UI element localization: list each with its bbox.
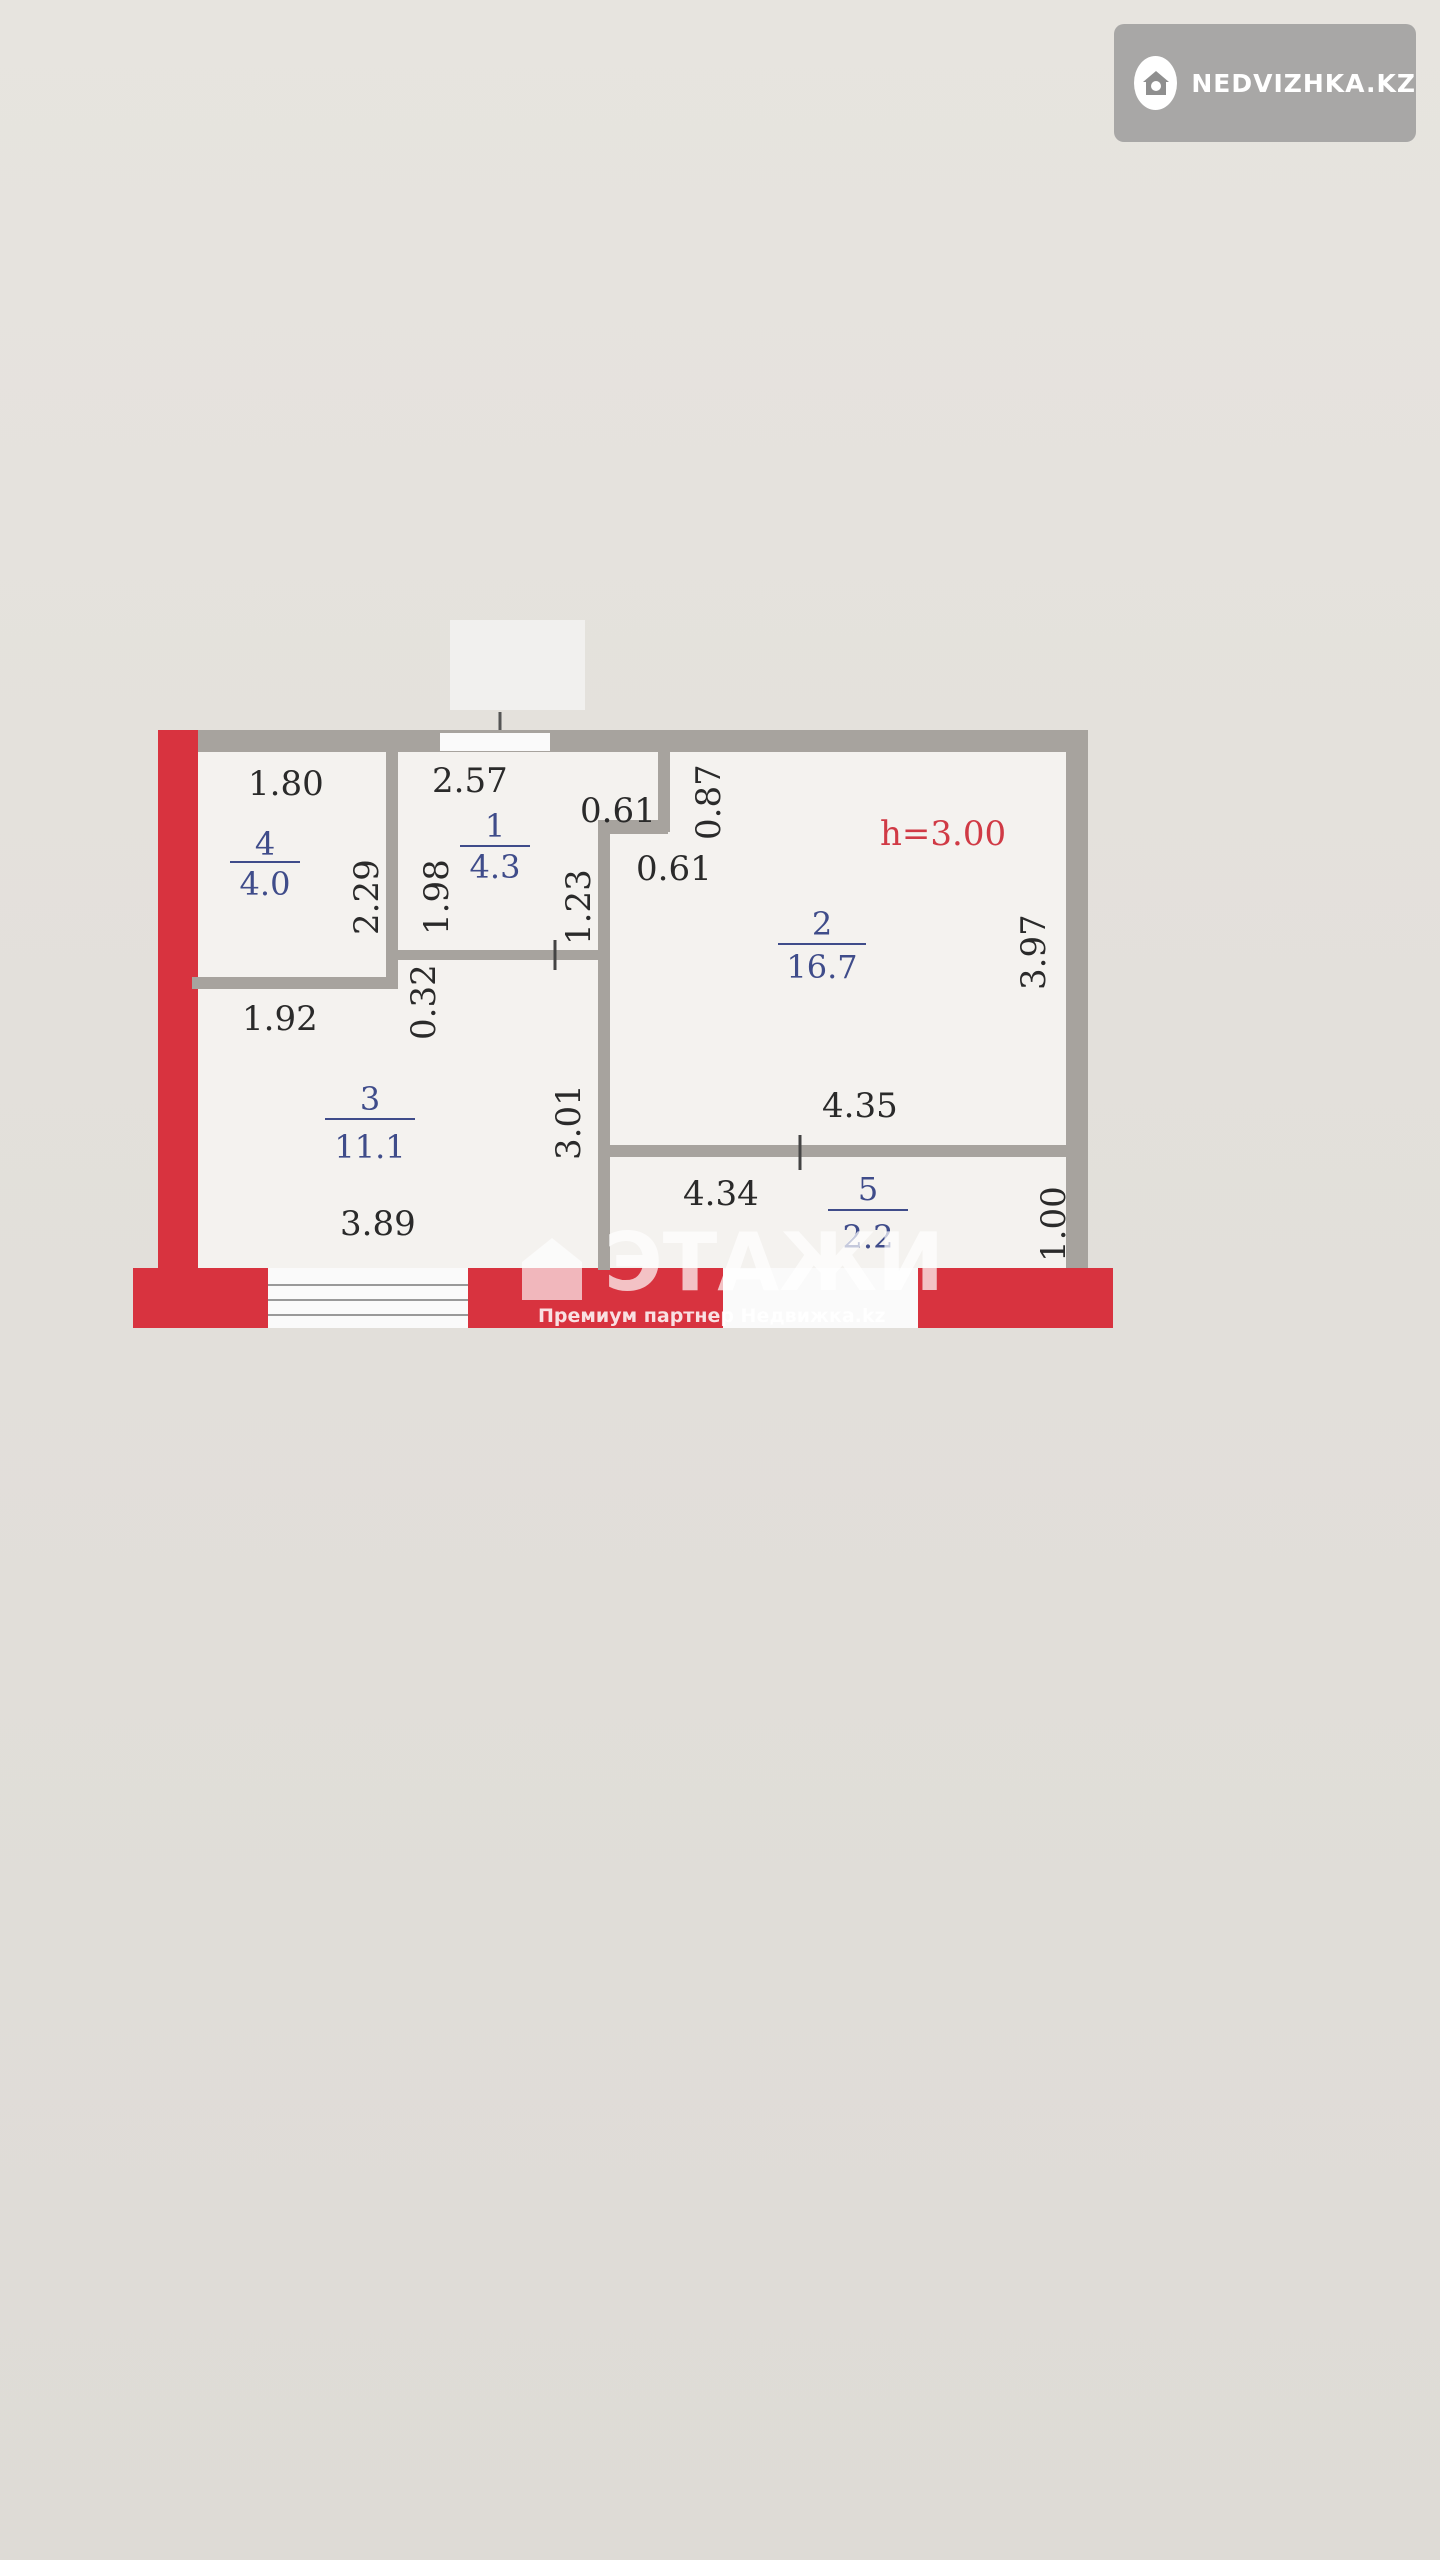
dim-label: 1.98: [417, 859, 457, 935]
room-area: 2.2: [843, 1218, 894, 1256]
dim-label: 1.23: [559, 869, 599, 945]
room-area: 16.7: [786, 948, 857, 986]
wall-top: [195, 730, 1085, 752]
wall-bottom-right: [918, 1268, 1113, 1328]
wall-corner-a: [598, 820, 668, 834]
watermark-title: ЭТАЖИ: [604, 1216, 944, 1309]
wall-right: [1066, 730, 1088, 1270]
brand-name: NEDVIZHKA.KZ: [1191, 68, 1416, 98]
dim-label: 1.00: [1034, 1186, 1074, 1262]
wall-room4-bottom: [192, 977, 387, 989]
house-icon: [1134, 56, 1178, 110]
dim-label: 0.61: [580, 791, 656, 831]
room-number: 2: [812, 905, 832, 943]
balcony-door: [723, 1268, 918, 1328]
room-area: 4.0: [240, 865, 291, 903]
wall-left: [158, 730, 198, 1280]
window-bottom: [268, 1268, 468, 1328]
dim-label: 1.92: [242, 999, 318, 1039]
room-number: 3: [360, 1080, 380, 1118]
dim-label: 0.32: [404, 964, 444, 1040]
wall-room2-left: [598, 830, 610, 1270]
ceiling-height: h=3.00: [880, 814, 1006, 854]
wall-room5-top: [610, 1145, 1070, 1157]
room-number: 1: [485, 807, 505, 845]
wall-room4-right: [386, 752, 398, 989]
dim-label: 3.89: [340, 1204, 416, 1244]
room-number: 4: [255, 825, 275, 863]
plan-marker: [450, 620, 585, 710]
dim-label: 2.57: [432, 761, 508, 801]
wall-bottom-left: [133, 1268, 268, 1328]
wall-bottom-mid: [468, 1268, 723, 1328]
room-interior: [195, 750, 1085, 1270]
room-area: 4.3: [470, 848, 521, 886]
watermark-subtitle: Премиум партнер Недвижка.kz: [538, 1305, 886, 1327]
watermark-building-icon: [522, 1238, 582, 1300]
dim-label: 3.97: [1014, 914, 1054, 990]
window-top: [440, 733, 550, 751]
dim-label: 3.01: [549, 1084, 589, 1160]
dim-label: 4.34: [683, 1174, 759, 1214]
dim-label: 2.29: [347, 859, 387, 935]
watermark: ЭТАЖИ Премиум партнер Недвижка.kz: [522, 1216, 944, 1327]
wall-room1-bottom: [398, 950, 598, 960]
dim-label: 4.35: [822, 1086, 898, 1126]
room-area: 11.1: [334, 1128, 405, 1166]
brand-badge[interactable]: NEDVIZHKA.KZ: [1114, 24, 1416, 142]
room-number: 5: [858, 1170, 878, 1208]
dim-label: 1.80: [248, 764, 324, 804]
dim-label: 0.87: [689, 764, 729, 840]
dim-label: 0.61: [636, 849, 712, 889]
wall-corner-b: [658, 752, 670, 832]
